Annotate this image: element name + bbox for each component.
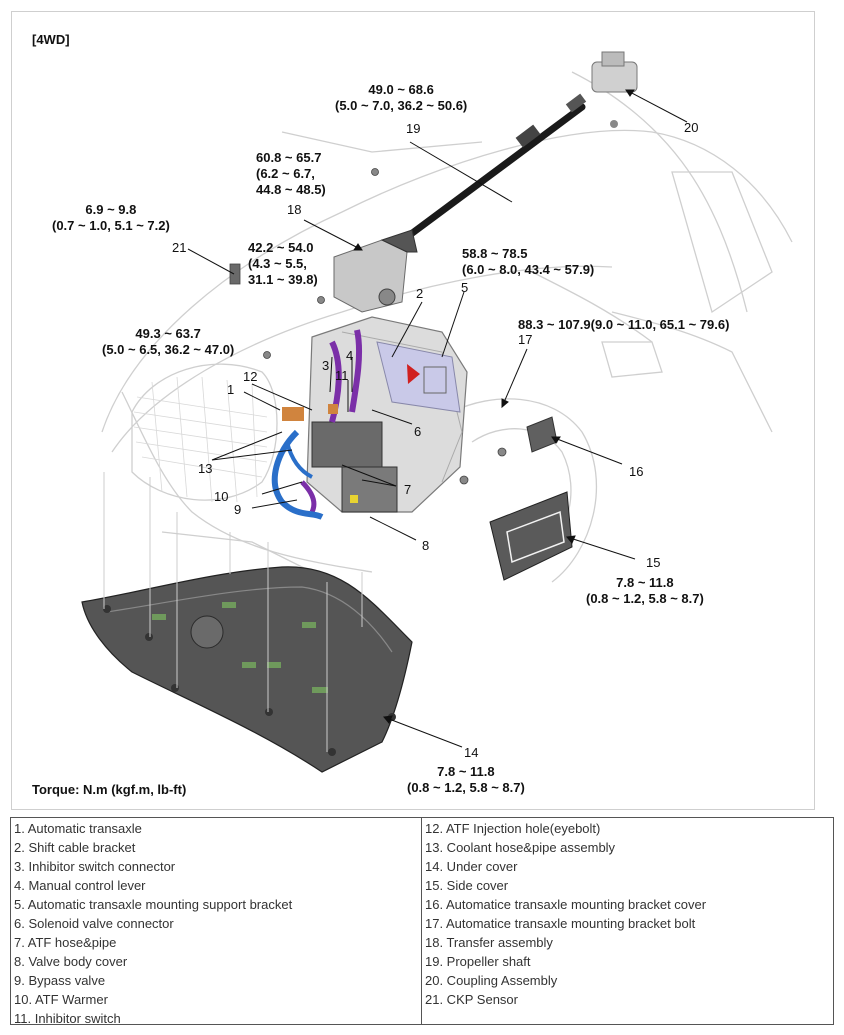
legend-item: 5. Automatic transaxle mounting support … bbox=[14, 897, 293, 912]
callout-16: 16 bbox=[629, 464, 644, 479]
legend-item: 8. Valve body cover bbox=[14, 954, 128, 969]
legend-column-right: 12. ATF Injection hole(eyebolt) 13. Cool… bbox=[422, 818, 833, 1024]
torque-under-cover: 7.8 ~ 11.8 (0.8 ~ 1.2, 5.8 ~ 8.7) bbox=[407, 764, 525, 796]
legend-item: 9. Bypass valve bbox=[14, 973, 106, 988]
torque-transfer-lower: 42.2 ~ 54.0 (4.3 ~ 5.5, 31.1 ~ 39.8) bbox=[248, 240, 318, 288]
callout-1: 1 bbox=[227, 382, 235, 397]
legend-item: 14. Under cover bbox=[425, 859, 518, 874]
side-cover-drawing bbox=[489, 491, 573, 581]
torque-propeller-shaft: 49.0 ~ 68.6 (5.0 ~ 7.0, 36.2 ~ 50.6) bbox=[335, 82, 467, 114]
legend-item: 20. Coupling Assembly bbox=[425, 973, 558, 988]
legend-item: 4. Manual control lever bbox=[14, 878, 146, 893]
transfer-assembly-drawing bbox=[333, 229, 418, 313]
callout-7: 7 bbox=[404, 482, 412, 497]
callout-11: 11 bbox=[335, 368, 349, 383]
legend-item: 1. Automatic transaxle bbox=[14, 821, 142, 836]
callout-5: 5 bbox=[461, 280, 469, 295]
diagram-drawing bbox=[81, 51, 793, 773]
callout-2: 2 bbox=[416, 286, 424, 301]
torque-line: (0.8 ~ 1.2, 5.8 ~ 8.7) bbox=[407, 780, 525, 795]
callout-8: 8 bbox=[422, 538, 430, 553]
torque-line: (6.0 ~ 8.0, 43.4 ~ 57.9) bbox=[462, 262, 595, 277]
torque-line: 60.8 ~ 65.7 bbox=[256, 150, 322, 165]
legend-item: 7. ATF hose&pipe bbox=[14, 935, 117, 950]
torque-mounting: 49.3 ~ 63.7 (5.0 ~ 6.5, 36.2 ~ 47.0) bbox=[102, 326, 234, 358]
callout-17: 17 bbox=[518, 332, 533, 347]
legend-item: 21. CKP Sensor bbox=[425, 992, 518, 1007]
torque-transfer-upper: 60.8 ~ 65.7 (6.2 ~ 6.7, 44.8 ~ 48.5) bbox=[256, 150, 326, 198]
leader-lines bbox=[187, 89, 688, 748]
callout-19: 19 bbox=[406, 121, 421, 136]
torque-support-bracket: 58.8 ~ 78.5 (6.0 ~ 8.0, 43.4 ~ 57.9) bbox=[462, 246, 594, 278]
diagram-tag: [4WD] bbox=[32, 32, 70, 47]
bolts bbox=[229, 168, 507, 485]
torque-line: (4.3 ~ 5.5, bbox=[248, 256, 307, 271]
torque-line: 7.8 ~ 11.8 bbox=[616, 575, 674, 590]
legend-item: 3. Inhibitor switch connector bbox=[14, 859, 176, 874]
legend-item: 12. ATF Injection hole(eyebolt) bbox=[425, 821, 601, 836]
callout-21: 21 bbox=[172, 240, 187, 255]
torque-line: 7.8 ~ 11.8 bbox=[437, 764, 495, 779]
torque-line: 44.8 ~ 48.5) bbox=[256, 182, 326, 197]
torque-bracket-bolt: 88.3 ~ 107.9(9.0 ~ 11.0, 65.1 ~ 79.6) bbox=[518, 317, 729, 333]
guide-lines bbox=[103, 472, 363, 752]
callout-4: 4 bbox=[346, 348, 354, 363]
torque-line: (5.0 ~ 7.0, 36.2 ~ 50.6) bbox=[335, 98, 468, 113]
callout-9: 9 bbox=[234, 502, 242, 517]
bracket-cover-drawing bbox=[526, 416, 558, 453]
legend-item: 2. Shift cable bracket bbox=[14, 840, 136, 855]
legend-item: 18. Transfer assembly bbox=[425, 935, 553, 950]
legend-item: 6. Solenoid valve connector bbox=[14, 916, 174, 931]
under-cover-drawing bbox=[81, 566, 413, 773]
callout-10: 10 bbox=[214, 489, 229, 504]
automatic-transaxle-drawing bbox=[271, 316, 468, 520]
callout-15: 15 bbox=[646, 555, 661, 570]
callout-12: 12 bbox=[243, 369, 258, 384]
callout-20: 20 bbox=[684, 120, 699, 135]
callout-6: 6 bbox=[414, 424, 422, 439]
coupling-assembly-drawing bbox=[591, 51, 638, 128]
exploded-diagram: [4WD] 1 2 3 4 5 6 7 8 9 10 11 12 13 14 1… bbox=[11, 11, 815, 810]
legend-item: 13. Coolant hose&pipe assembly bbox=[425, 840, 616, 855]
legend-item: 19. Propeller shaft bbox=[425, 954, 531, 969]
legend-item: 15. Side cover bbox=[425, 878, 509, 893]
callout-3: 3 bbox=[322, 358, 330, 373]
callout-18: 18 bbox=[287, 202, 302, 217]
torque-line: 31.1 ~ 39.8) bbox=[248, 272, 318, 287]
torque-line: 88.3 ~ 107.9(9.0 ~ 11.0, 65.1 ~ 79.6) bbox=[518, 317, 730, 332]
legend-item: 17. Automatice transaxle mounting bracke… bbox=[425, 916, 696, 931]
legend-column-left: 1. Automatic transaxle 2. Shift cable br… bbox=[11, 818, 422, 1026]
torque-line: (0.8 ~ 1.2, 5.8 ~ 8.7) bbox=[586, 591, 704, 606]
torque-line: (6.2 ~ 6.7, bbox=[256, 166, 315, 181]
parts-legend: 1. Automatic transaxle 2. Shift cable br… bbox=[10, 817, 834, 1026]
torque-line: 49.3 ~ 63.7 bbox=[135, 326, 201, 341]
legend-item: 11. Inhibitor switch bbox=[14, 1011, 121, 1026]
torque-line: (5.0 ~ 6.5, 36.2 ~ 47.0) bbox=[102, 342, 235, 357]
legend-item: 10. ATF Warmer bbox=[14, 992, 108, 1007]
torque-line: 49.0 ~ 68.6 bbox=[368, 82, 434, 97]
torque-ckp-sensor: 6.9 ~ 9.8 (0.7 ~ 1.0, 5.1 ~ 7.2) bbox=[52, 202, 170, 234]
callout-13: 13 bbox=[198, 461, 213, 476]
torque-line: 6.9 ~ 9.8 bbox=[85, 202, 137, 217]
torque-line: 58.8 ~ 78.5 bbox=[462, 246, 528, 261]
torque-side-cover: 7.8 ~ 11.8 (0.8 ~ 1.2, 5.8 ~ 8.7) bbox=[586, 575, 704, 607]
legend-item: 16. Automatice transaxle mounting bracke… bbox=[425, 897, 707, 912]
torque-line: 42.2 ~ 54.0 bbox=[248, 240, 314, 255]
callout-14: 14 bbox=[464, 745, 479, 760]
grille-mesh bbox=[133, 376, 268, 503]
torque-line: (0.7 ~ 1.0, 5.1 ~ 7.2) bbox=[52, 218, 170, 233]
car-body-outline bbox=[101, 71, 793, 583]
propeller-shaft-drawing bbox=[403, 93, 587, 241]
torque-unit-note: Torque: N.m (kgf.m, lb-ft) bbox=[32, 782, 187, 797]
